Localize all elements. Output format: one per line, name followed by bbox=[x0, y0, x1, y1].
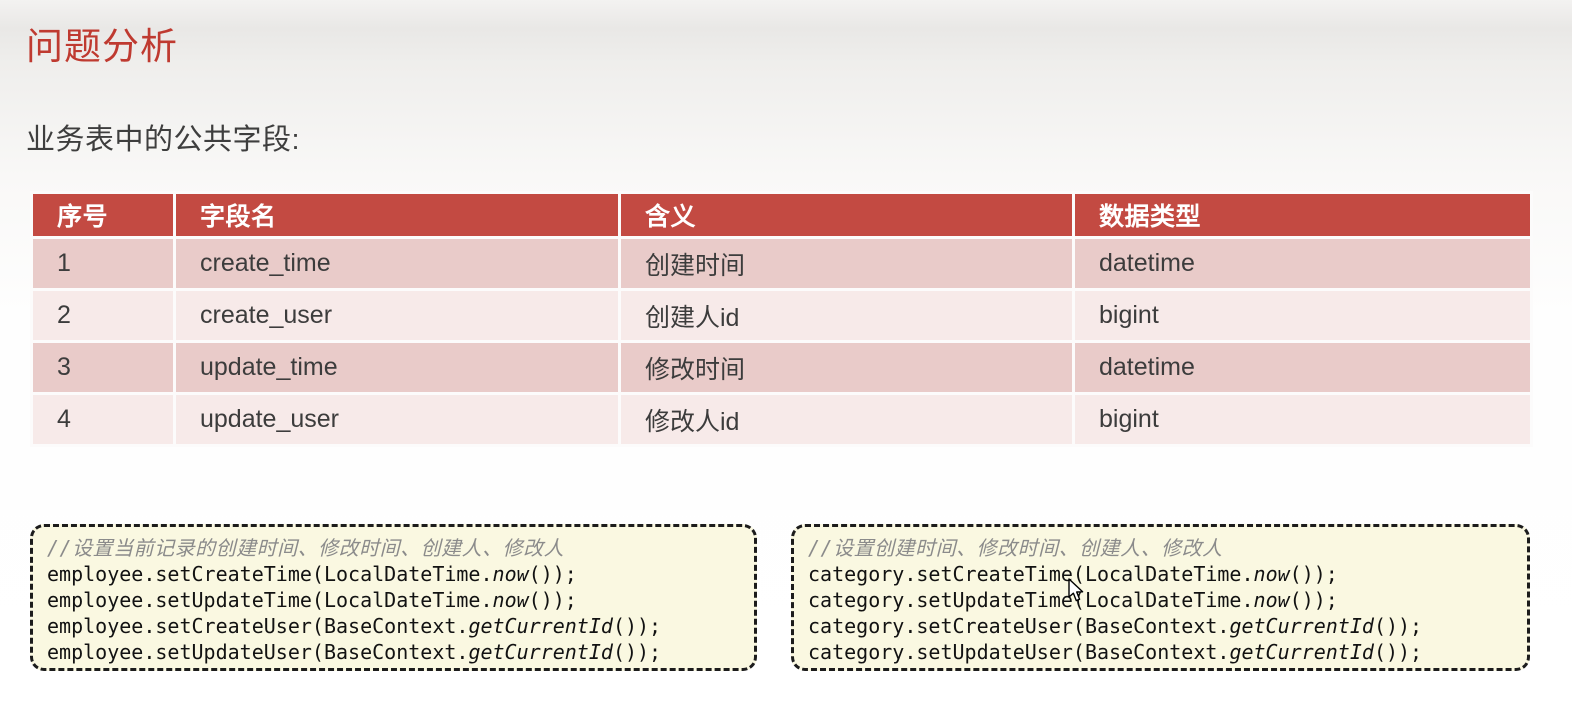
code-line: category.setCreateUser(BaseContext.getCu… bbox=[808, 614, 1423, 638]
table-header-row: 序号字段名含义数据类型 bbox=[30, 191, 1533, 239]
table-cell: 修改人id bbox=[618, 392, 1075, 447]
code-line: employee.setCreateUser(BaseContext.getCu… bbox=[47, 614, 662, 638]
table-cell: datetime bbox=[1072, 236, 1533, 291]
table-cell: update_user bbox=[173, 392, 621, 447]
table-cell: update_time bbox=[173, 340, 621, 395]
table-header-cell: 数据类型 bbox=[1072, 191, 1533, 239]
code-line: category.setUpdateTime(LocalDateTime.now… bbox=[808, 588, 1338, 612]
table-header-cell: 序号 bbox=[30, 191, 176, 239]
code-line: employee.setUpdateTime(LocalDateTime.now… bbox=[47, 588, 577, 612]
code-line: employee.setUpdateUser(BaseContext.getCu… bbox=[47, 640, 662, 664]
page-subtitle: 业务表中的公共字段: bbox=[26, 124, 301, 156]
table-cell: create_user bbox=[173, 288, 621, 343]
table-cell: 3 bbox=[30, 340, 176, 395]
table-header-cell: 字段名 bbox=[173, 191, 621, 239]
table-cell: datetime bbox=[1072, 340, 1533, 395]
table-cell: 1 bbox=[30, 236, 176, 291]
table-cell: bigint bbox=[1072, 392, 1533, 447]
code-line: employee.setCreateTime(LocalDateTime.now… bbox=[47, 562, 577, 586]
table-cell: 4 bbox=[30, 392, 176, 447]
table-header-cell: 含义 bbox=[618, 191, 1075, 239]
code-line: category.setCreateTime(LocalDateTime.now… bbox=[808, 562, 1338, 586]
code-comment: //设置当前记录的创建时间、修改时间、创建人、修改人 bbox=[47, 536, 565, 560]
table-cell: 2 bbox=[30, 288, 176, 343]
table-cell: 创建时间 bbox=[618, 236, 1075, 291]
code-line: category.setUpdateUser(BaseContext.getCu… bbox=[808, 640, 1423, 664]
code-comment: //设置创建时间、修改时间、创建人、修改人 bbox=[808, 536, 1223, 560]
table-cell: 修改时间 bbox=[618, 340, 1075, 395]
table-cell: bigint bbox=[1072, 288, 1533, 343]
table-cell: create_time bbox=[173, 236, 621, 291]
table-head: 序号字段名含义数据类型 bbox=[30, 191, 1533, 239]
page-title: 问题分析 bbox=[26, 26, 178, 67]
table-cell: 创建人id bbox=[618, 288, 1075, 343]
